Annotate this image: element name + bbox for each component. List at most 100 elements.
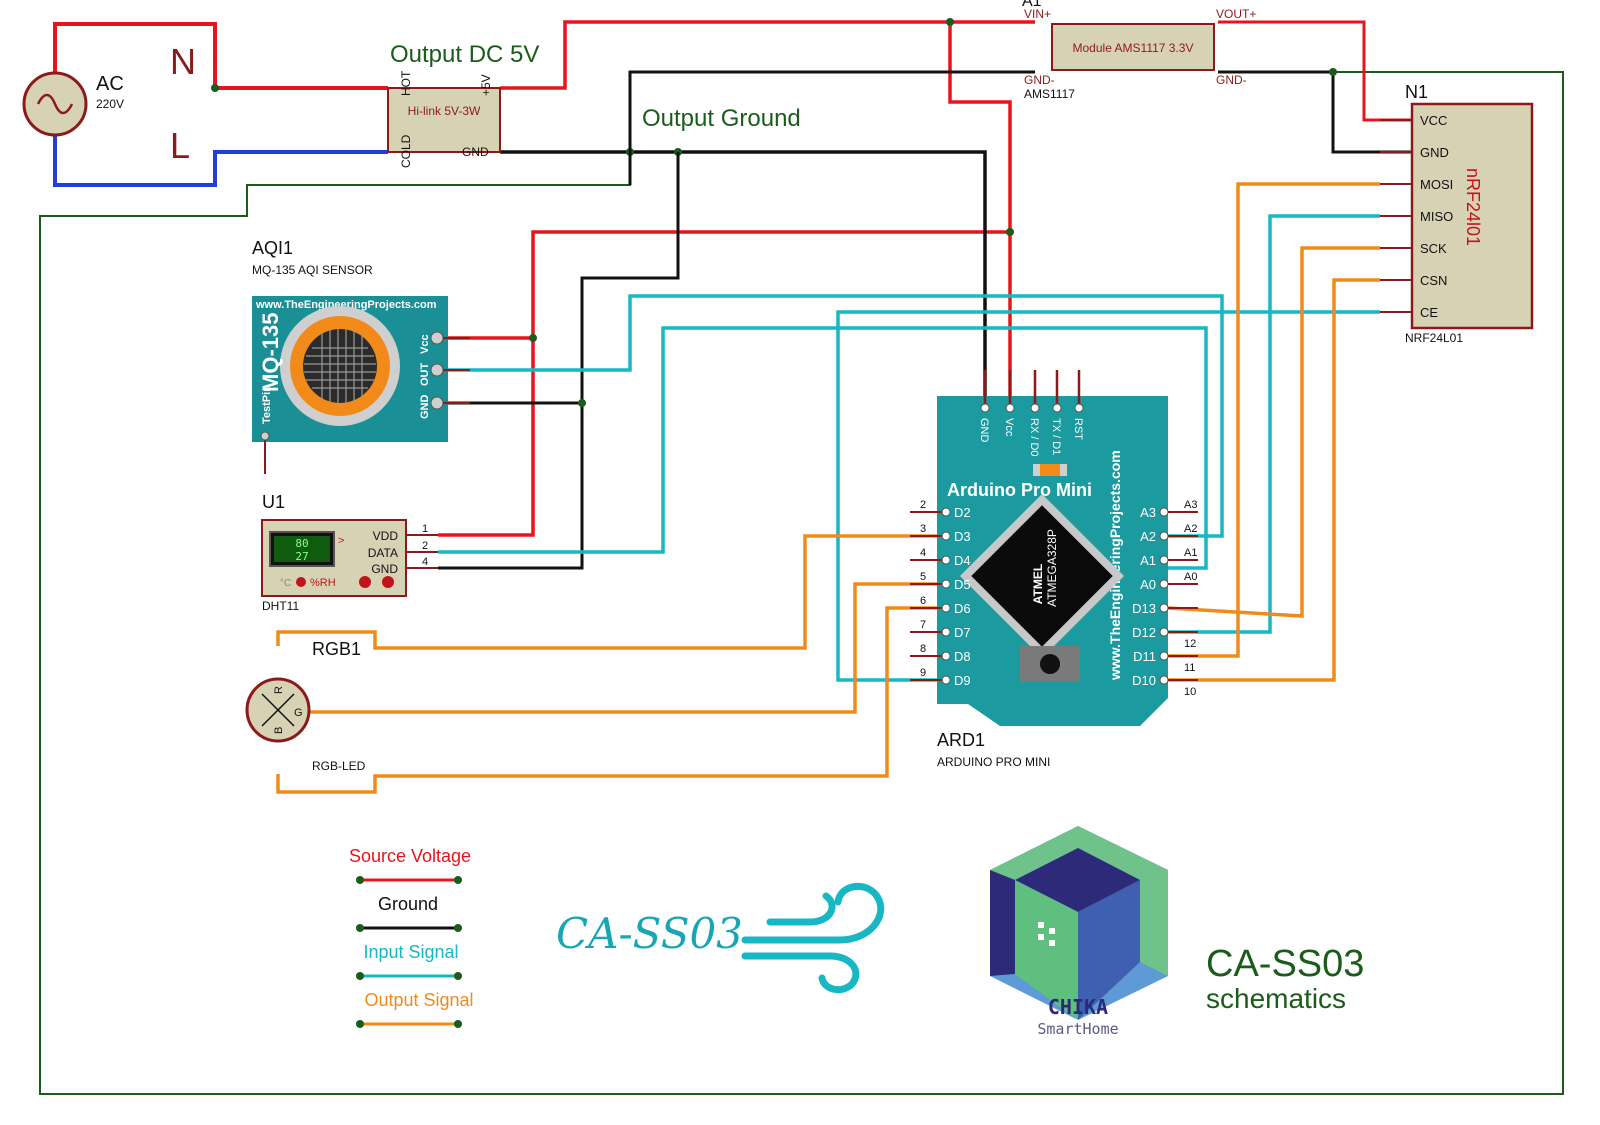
ard-pin-d5-pad — [941, 579, 951, 589]
dht-pin-data: DATA — [368, 546, 398, 560]
ard-pin-d9: D9 — [954, 673, 971, 688]
ard-pin-num-a3: A3 — [1184, 499, 1197, 511]
legend-input-label: Input Signal — [363, 942, 458, 962]
rgb-b-signal — [276, 606, 942, 794]
dht-btn-down — [382, 576, 394, 588]
sck-signal — [1167, 246, 1380, 618]
rgb-g: G — [294, 707, 303, 719]
arduino-part: ARDUINO PRO MINI — [937, 755, 1050, 769]
mq-pin-vcc: Vcc — [419, 334, 431, 354]
dht-data-signal — [438, 326, 1208, 570]
ams-vin: VIN+ — [1024, 7, 1051, 21]
gnd-wire-hilink — [500, 150, 987, 396]
ard-pin-d8: D8 — [954, 649, 971, 664]
ams-gnd-in: GND- — [1024, 73, 1055, 87]
rgb-ref: RGB1 — [312, 639, 361, 659]
mq-site: www.TheEngineeringProjects.com — [255, 299, 437, 311]
rgb-part: RGB-LED — [312, 759, 366, 773]
rgb-led: RGB1 R G B RGB-LED — [245, 639, 366, 773]
ard-pin-d8-pad — [941, 651, 951, 661]
nrf-title: nRF24l01 — [1463, 168, 1483, 246]
ard-top-pin-tx-d1: TX / D1 — [1050, 418, 1062, 455]
arduino-title: Arduino Pro Mini — [947, 480, 1092, 500]
ard-pin-a3-pad — [1159, 507, 1169, 517]
hilink-cold: COLD — [399, 134, 413, 168]
mq-out-signal — [445, 294, 1224, 538]
ard-pin-num-4: 4 — [920, 547, 926, 559]
nrf-pin-vcc: VCC — [1420, 113, 1447, 128]
legend-input-signal: Input Signal — [356, 942, 462, 980]
ard-pin-d3: D3 — [954, 529, 971, 544]
hilink-title: Output DC 5V — [390, 41, 539, 68]
dht-pin-vdd: VDD — [373, 529, 399, 543]
ac-n-label: N — [170, 41, 196, 82]
ac-blue-wire — [53, 133, 388, 187]
mq-ref: AQI1 — [252, 238, 293, 258]
ard-pin-a0: A0 — [1140, 577, 1156, 592]
ard-pin-num-3: 3 — [920, 523, 926, 535]
dht-units: °C — [280, 578, 291, 589]
ard-pin-d10: D10 — [1132, 673, 1156, 688]
mosi-signal — [1168, 182, 1380, 658]
arduino-ref: ARD1 — [937, 730, 985, 750]
hilink-module: Output DC 5V Hi-link 5V-3W HOT +5V COLD … — [387, 41, 801, 168]
ard-pin-num-8: 8 — [920, 643, 926, 655]
ard-pin-num-7: 7 — [920, 619, 926, 631]
ard-top-pin-0-pad — [980, 403, 990, 413]
gnd-wire-ams-out — [1218, 70, 1412, 154]
ard-top-pin-4-pad — [1074, 403, 1084, 413]
mq-pin-out: OUT — [419, 363, 431, 387]
nrf-pin-csn: CSN — [1420, 273, 1447, 288]
ard-pin-d6-pad — [941, 603, 951, 613]
ams-part: AMS1117 — [1024, 87, 1075, 101]
ard-pin-num-a1: A1 — [1184, 547, 1197, 559]
ard-top-pin-3-pad — [1052, 403, 1062, 413]
nrf24l01-module: N1 nRF24l01 NRF24L01 VCCGNDMOSIMISOSCKCS… — [1380, 82, 1534, 345]
ard-pin-a1: A1 — [1140, 553, 1156, 568]
legend-output-label: Output Signal — [364, 990, 473, 1010]
ac-red-wire — [53, 22, 388, 90]
rgb-r-signal — [276, 534, 942, 650]
schematic-subtitle: schematics — [1206, 983, 1346, 1014]
brand-logo-text: CA-SS03 — [556, 909, 743, 958]
ard-pin-num-a0: A0 — [1184, 571, 1197, 583]
output-ground-label: Output Ground — [642, 105, 801, 132]
dht-pin-num-4: 4 — [422, 556, 428, 568]
ard-pin-d13: D13 — [1132, 601, 1156, 616]
nrf-pin-mosi: MOSI — [1420, 177, 1453, 192]
ard-pin-num-12: 12 — [1184, 638, 1196, 650]
dht-rh: %RH — [310, 577, 336, 589]
gnd-wire-sensors — [438, 152, 680, 570]
hilink-model: Hi-link 5V-3W — [408, 104, 481, 118]
schematic-title: CA-SS03 — [1206, 943, 1364, 985]
nrf-pin-sck: SCK — [1420, 241, 1447, 256]
ard-pin-num-11: 11 — [1184, 662, 1195, 674]
ard-pin-d4: D4 — [954, 553, 971, 568]
ac-source: AC 220V N L — [22, 41, 196, 166]
mq-name: MQ-135 — [258, 313, 283, 392]
nrf-pin-ce: CE — [1420, 305, 1438, 320]
ard-pin-d3-pad — [941, 531, 951, 541]
ard-pin-num-2: 2 — [920, 499, 926, 511]
chika-company: CHIKA — [1048, 995, 1108, 1019]
dht-hum: 27 — [295, 550, 308, 563]
dht-pin-num-1: 1 — [422, 523, 428, 535]
ard-pin-d2-pad — [941, 507, 951, 517]
dht-btn-up — [359, 576, 371, 588]
mq-pin-gnd-pad — [430, 396, 444, 410]
ard-pin-num-6: 6 — [920, 595, 926, 607]
vcc-wire-main — [500, 20, 1035, 90]
ard-top-pin-rx-d0: RX / D0 — [1028, 418, 1040, 457]
ard-pin-d7: D7 — [954, 625, 971, 640]
legend-source-voltage: Source Voltage — [349, 846, 471, 884]
rgb-b: B — [273, 727, 285, 734]
chip-line1: ATMEL — [1031, 564, 1045, 604]
wind-icon — [741, 882, 885, 994]
legend-source-label: Source Voltage — [349, 846, 471, 866]
arduino-site: www.TheEngineeringProjects.com — [1107, 450, 1123, 681]
ard-pin-d12-pad — [1159, 627, 1169, 637]
hilink-hot: HOT — [399, 70, 413, 96]
ard-pin-a2-pad — [1159, 531, 1169, 541]
